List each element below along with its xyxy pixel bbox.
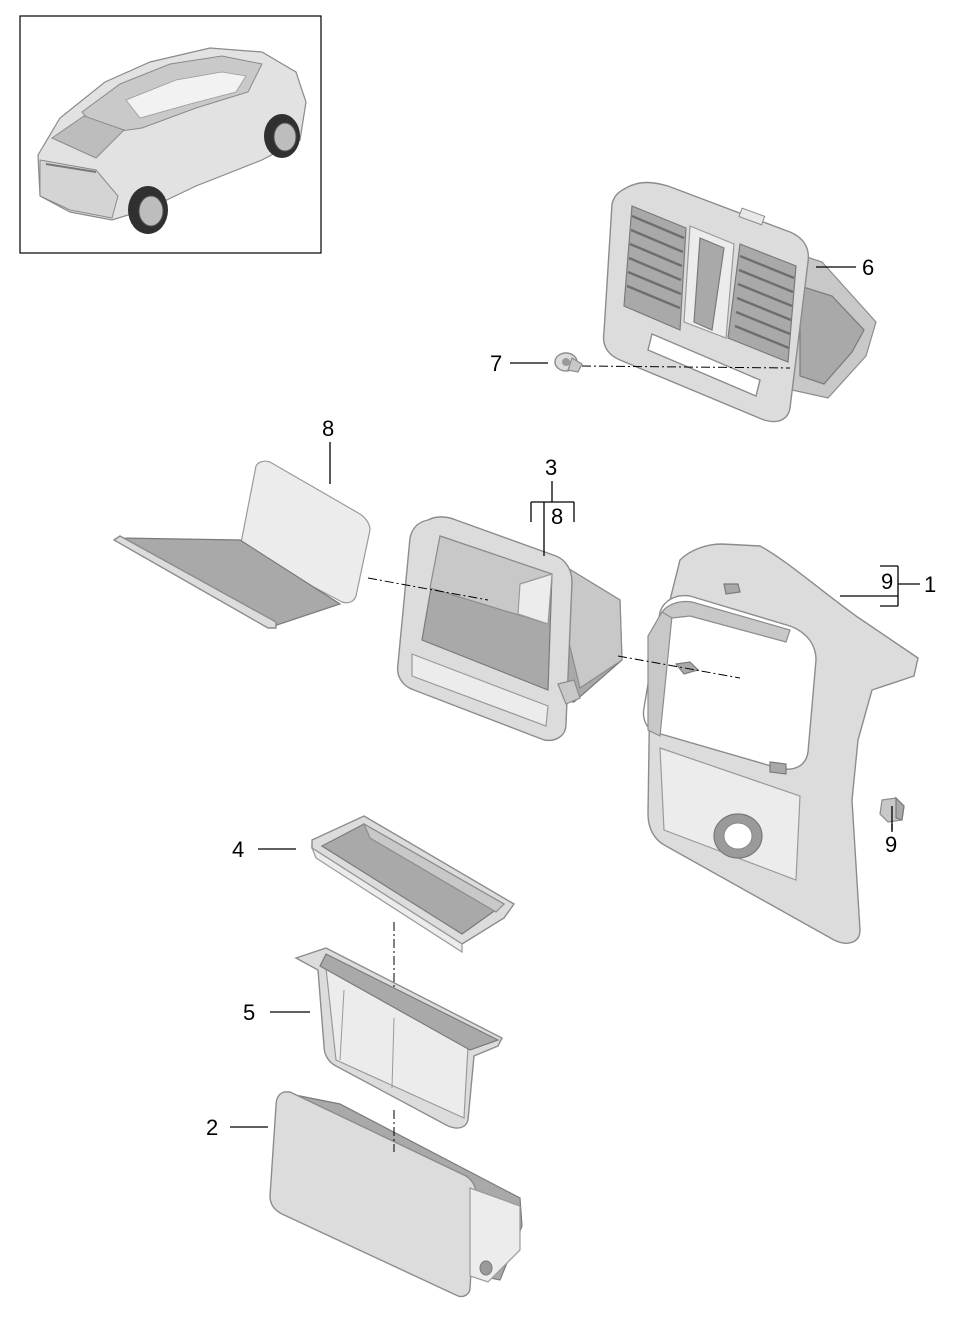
callout-1: 1 (924, 572, 936, 597)
callout-6: 6 (862, 255, 874, 280)
callout-7: 7 (490, 351, 502, 376)
callout-2: 2 (206, 1115, 218, 1140)
callout-5: 5 (243, 1000, 255, 1025)
part-2-storage-lid (269, 1091, 523, 1298)
car-overview-icon (37, 47, 307, 234)
callout-labels: 6 7 8 3 8 9 1 9 4 5 2 (206, 255, 936, 1140)
callout-9-group: 9 (881, 569, 893, 594)
assembly-lines (367, 365, 791, 1152)
callout-9-part: 9 (885, 832, 897, 857)
callout-8-group: 8 (551, 504, 563, 529)
part-6-rear-air-vent (602, 181, 877, 423)
part-1-rear-console-trim (642, 543, 919, 944)
leader-lines (230, 266, 920, 1128)
callout-8-top: 8 (322, 416, 334, 441)
part-8-storage-mat (112, 460, 371, 629)
part-4-tray-insert (310, 815, 516, 954)
part-5-storage-bin (294, 947, 503, 1129)
callout-3: 3 (545, 455, 557, 480)
part-3-storage-compartment (396, 516, 623, 742)
vehicle-overview-inset[interactable] (19, 15, 322, 254)
part-7-clip (554, 352, 583, 373)
callout-4: 4 (232, 837, 244, 862)
